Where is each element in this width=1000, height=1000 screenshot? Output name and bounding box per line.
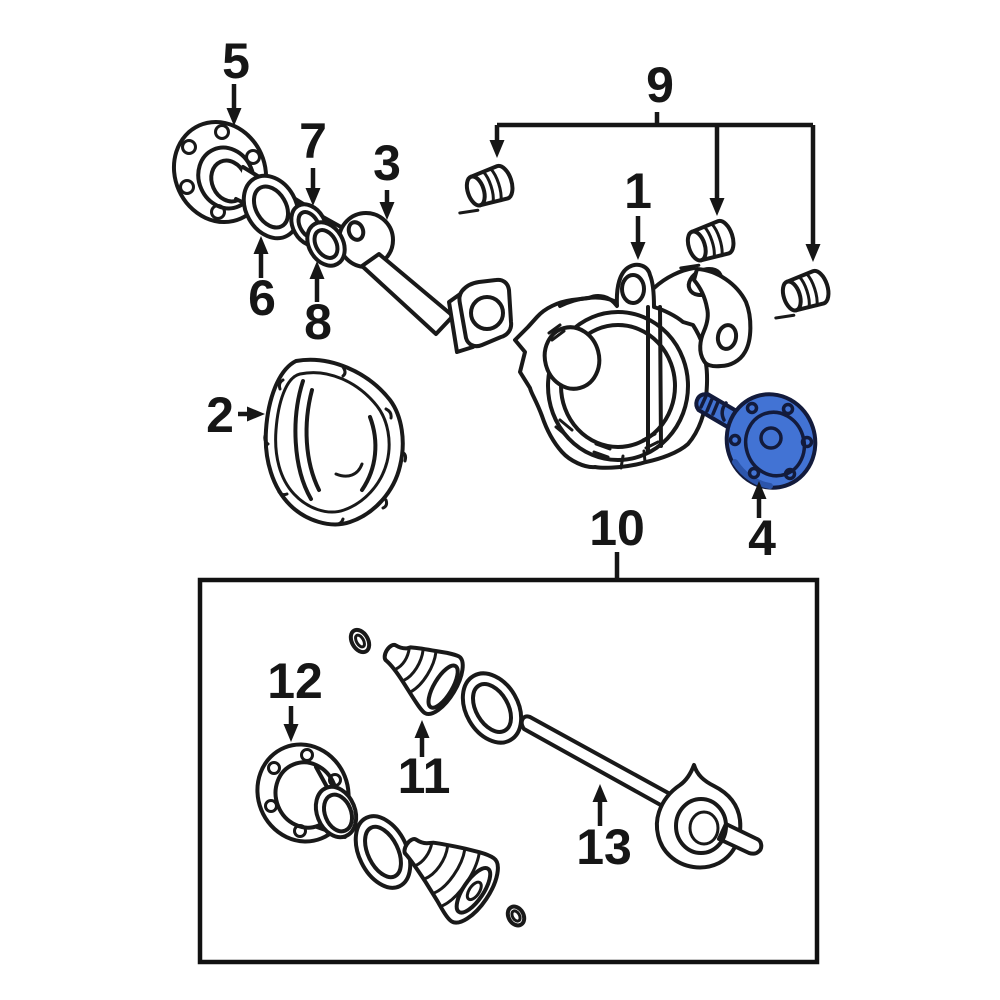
callout-3-arrow-head [379,202,395,220]
part-8-seal[interactable] [300,216,352,273]
callout-6[interactable]: 6 [248,236,276,326]
callout-9-label[interactable]: 9 [646,57,674,113]
part-9-plug-middle[interactable] [671,218,738,270]
callout-9-bracket [494,112,816,244]
part-3-tube-bracket[interactable] [337,211,514,354]
callout-12[interactable]: 12 [267,653,323,742]
callout-1[interactable]: 1 [624,163,652,260]
part-4-stub-shaft-flange-highlighted[interactable] [694,383,827,500]
callout-8-arrow-head [309,261,325,279]
callout-2-label[interactable]: 2 [206,387,234,443]
part-1-differential-carrier[interactable] [513,262,753,470]
part-10-middle-ring[interactable] [345,807,421,896]
part-9-plug-left[interactable] [450,163,517,215]
callout-3-label[interactable]: 3 [373,135,401,191]
callout-7-label[interactable]: 7 [299,113,327,169]
callout-5[interactable]: 5 [222,33,250,126]
callout-11[interactable]: 11 [398,720,451,804]
callout-6-arrow-head [253,236,269,254]
part-6-seal-ring[interactable] [233,166,309,248]
part-12-hub-flange[interactable] [243,731,363,856]
callout-12-label[interactable]: 12 [267,653,323,709]
callout-5-arrow-head [226,108,242,126]
callout-7[interactable]: 7 [299,113,327,206]
callout-2[interactable]: 2 [206,387,265,443]
part-10-small-ring-top[interactable] [347,627,373,656]
callout-11-arrow-head [414,720,430,738]
callout-10-label[interactable]: 10 [589,500,645,556]
callout-4[interactable]: 4 [748,481,776,566]
callout-4-arrow-head [751,481,767,499]
part-11-cv-boot-upper[interactable] [369,623,471,720]
part-10-small-ring-bottom[interactable] [505,904,528,929]
callout-9-arrow-head-middle [709,198,725,216]
callout-8-label[interactable]: 8 [304,294,332,350]
callout-8[interactable]: 8 [304,261,332,350]
callout-10[interactable]: 10 [589,500,645,580]
part-9-plug-right[interactable] [766,268,833,320]
part-10-large-ring[interactable] [451,663,533,753]
part-2-differential-cover[interactable] [263,357,408,527]
callout-13-label[interactable]: 13 [576,819,632,875]
callout-11-label[interactable]: 11 [398,748,451,804]
part-13-half-shaft[interactable] [519,714,764,870]
callout-1-arrow-head [630,242,646,260]
callout-4-label[interactable]: 4 [748,510,776,566]
callout-7-arrow-head [305,188,321,206]
callout-6-label[interactable]: 6 [248,270,276,326]
callout-2-arrow-head [247,406,265,422]
callout-3[interactable]: 3 [373,135,401,220]
callout-13-arrow-head [592,784,608,802]
part-10-cv-boot-lower[interactable] [385,814,507,931]
callout-13[interactable]: 13 [576,784,632,875]
callout-9-arrow-head-left [489,140,505,158]
callout-12-arrow-head [283,724,299,742]
callout-9-arrow-head-right [805,244,821,262]
callout-5-label[interactable]: 5 [222,33,250,89]
callout-9[interactable]: 9 [489,57,821,262]
callout-1-label[interactable]: 1 [624,163,652,219]
